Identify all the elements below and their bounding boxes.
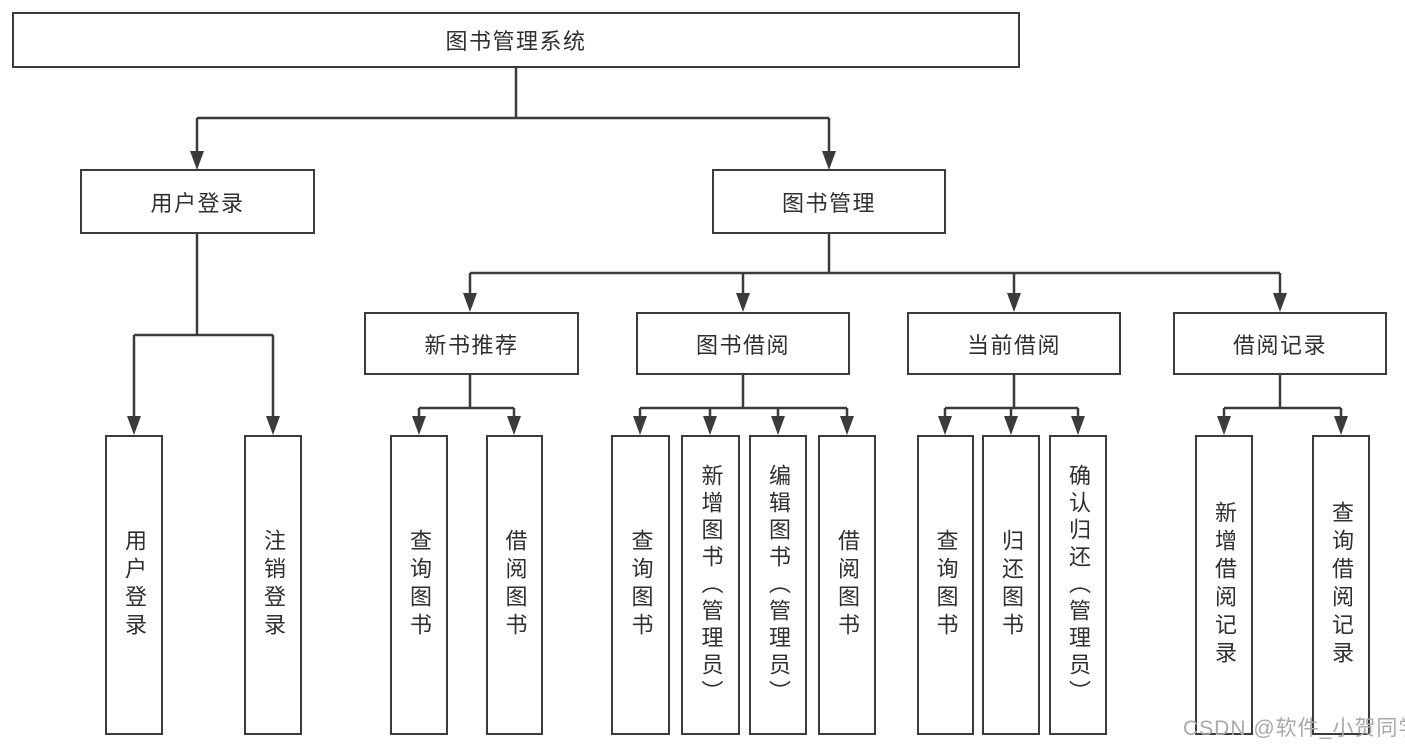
node-root-system: 图书管理系统 (12, 12, 1020, 68)
leaf-query-book-recommend: 查询图书 (390, 435, 448, 735)
leaf-query-borrow-record: 查询借阅记录 (1312, 435, 1370, 735)
leaf-return-book: 归还图书 (982, 435, 1040, 735)
leaf-logout: 注销登录 (244, 435, 302, 735)
node-book-borrow: 图书借阅 (636, 312, 850, 375)
leaf-edit-book-admin: 编辑图书（管理员） (749, 435, 807, 735)
leaf-query-book-borrow: 查询图书 (611, 435, 670, 735)
node-current-borrow: 当前借阅 (907, 312, 1121, 375)
connector-userlogin-to-leaves (132, 234, 275, 420)
leaf-confirm-return-admin: 确认归还（管理员） (1049, 435, 1107, 735)
leaf-borrow-book-recommend: 借阅图书 (486, 435, 543, 735)
node-borrow-records: 借阅记录 (1173, 312, 1387, 375)
leaf-user-login: 用户登录 (105, 435, 163, 735)
connector-newbook-to-leaves (417, 375, 516, 420)
leaf-query-book-current: 查询图书 (917, 435, 974, 735)
node-user-login: 用户登录 (80, 169, 315, 234)
leaf-add-book-admin: 新增图书（管理员） (681, 435, 740, 735)
node-book-management: 图书管理 (712, 169, 946, 234)
leaf-borrow-book: 借阅图书 (818, 435, 876, 735)
connector-root-to-level2 (195, 68, 831, 153)
connector-records-to-leaves (1222, 375, 1343, 420)
connector-borrow-to-leaves (638, 375, 849, 420)
connector-bookmgmt-to-level3 (468, 234, 1282, 297)
leaf-add-borrow-record: 新增借阅记录 (1195, 435, 1253, 735)
node-new-book-recommend: 新书推荐 (364, 312, 579, 375)
connector-current-to-leaves (943, 375, 1080, 420)
arrowheads (127, 151, 1348, 435)
watermark: CSDN @软件_小贺同学 (1183, 717, 1405, 740)
